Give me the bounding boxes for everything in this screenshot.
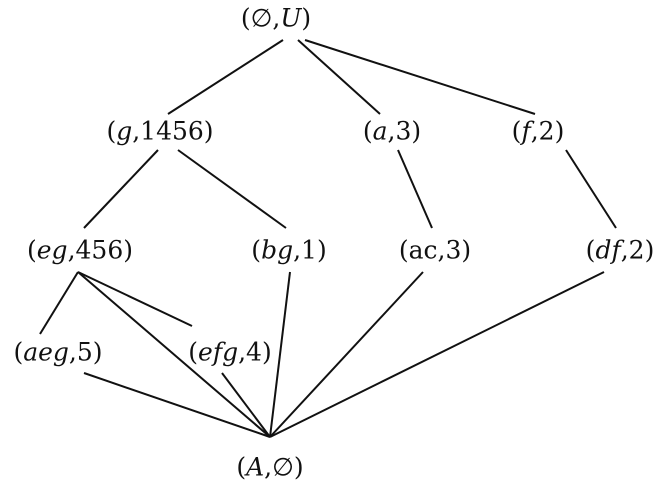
node-name: df (595, 235, 621, 265)
node-name: bg (261, 235, 294, 265)
edge-df-bottom (269, 271, 605, 438)
edge-eg-efg (77, 271, 193, 327)
edge-ac-bottom (269, 271, 424, 438)
edge-eg-bottom (77, 271, 271, 438)
node-value: 456 (68, 236, 124, 265)
node-value: 2 (531, 117, 555, 146)
edge-aeg-bottom (83, 372, 271, 438)
node-value: U (272, 4, 301, 33)
edge-a-ac (397, 149, 433, 229)
node-df: df2 (586, 236, 655, 265)
node-value: 2 (621, 236, 645, 265)
node-efg: efg4 (188, 338, 271, 367)
node-name: aeg (23, 337, 69, 367)
node-bottom: A∅ (236, 453, 303, 482)
node-name: g (116, 116, 133, 146)
node-name: efg (198, 337, 239, 367)
node-eg: eg456 (27, 236, 133, 265)
node-value: 3 (438, 236, 462, 265)
node-ac: ac3 (399, 236, 471, 265)
node-name: ∅ (250, 3, 273, 33)
node-aeg: aeg5 (13, 338, 102, 367)
node-value: 1456 (132, 117, 204, 146)
edge-top-g (167, 39, 284, 115)
node-name: ac (408, 235, 438, 265)
edge-efg-bottom (221, 372, 271, 438)
node-f: f2 (512, 117, 565, 146)
node-bg: bg1 (251, 236, 326, 265)
node-value: 5 (69, 338, 93, 367)
node-name: eg (36, 235, 68, 265)
edge-f-df (565, 149, 617, 229)
edge-g-bg (177, 149, 287, 229)
node-value: 3 (388, 117, 412, 146)
node-g: g1456 (106, 117, 213, 146)
node-name: f (521, 116, 531, 146)
node-name: a (372, 116, 388, 146)
edge-eg-aeg (39, 271, 79, 335)
edge-g-eg (83, 149, 159, 229)
node-value: 4 (238, 338, 262, 367)
node-name: A (246, 452, 265, 482)
node-top: ∅U (241, 4, 311, 33)
edge-top-a (297, 39, 381, 115)
node-value: ∅ (264, 453, 294, 482)
node-value: 1 (293, 236, 317, 265)
edge-bg-bottom (269, 271, 291, 438)
node-a: a3 (363, 117, 421, 146)
edge-top-f (304, 39, 536, 115)
